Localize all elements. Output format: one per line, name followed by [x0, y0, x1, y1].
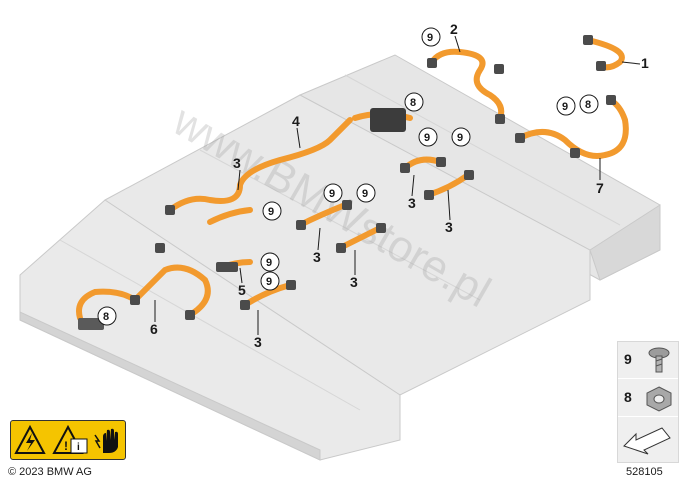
part-label-2: 2: [450, 21, 458, 37]
module-front-side: [19, 311, 321, 461]
legend-number: 9: [624, 351, 632, 367]
part-label-3: 3: [445, 219, 453, 235]
svg-text:9: 9: [329, 188, 335, 200]
part-label-5: 5: [238, 282, 246, 298]
connector: [78, 318, 104, 330]
part-label-4: 4: [292, 113, 300, 129]
circled-label: 9: [260, 271, 280, 291]
connector: [583, 35, 593, 45]
part-label-3: 3: [350, 274, 358, 290]
svg-text:8: 8: [103, 311, 109, 323]
part-label-3: 3: [313, 249, 321, 265]
connector: [185, 310, 195, 320]
connector: [155, 243, 165, 253]
svg-text:8: 8: [585, 99, 591, 111]
module-right-side: [589, 204, 661, 281]
svg-text:i: i: [77, 442, 80, 453]
legend-row-nut: 8: [618, 380, 678, 417]
circled-label: 8: [579, 94, 599, 114]
circled-label: 9: [262, 201, 282, 221]
part-label-3: 3: [408, 195, 416, 211]
warning-icons: ! i: [14, 424, 118, 454]
hex-nut-icon: [646, 386, 672, 412]
connector: [165, 205, 175, 215]
connector: [286, 280, 296, 290]
connector: [342, 200, 352, 210]
connector: [376, 223, 386, 233]
svg-text:9: 9: [266, 276, 272, 288]
circled-labels: 9 8 8 9 9 9 9 9 9 9 9 8: [97, 27, 599, 326]
svg-text:!: !: [64, 439, 68, 453]
svg-text:9: 9: [362, 188, 368, 200]
connector: [370, 108, 406, 132]
part-label-3: 3: [233, 155, 241, 171]
circled-label: 9: [451, 127, 471, 147]
part-label-7: 7: [596, 180, 604, 196]
svg-text:9: 9: [266, 257, 272, 269]
connector: [596, 61, 606, 71]
connector: [336, 243, 346, 253]
warning-label: ! i: [10, 420, 126, 460]
circled-label: 9: [356, 183, 376, 203]
svg-text:8: 8: [410, 97, 416, 109]
svg-text:9: 9: [562, 101, 568, 113]
circled-label: 9: [421, 27, 441, 47]
direction-arrow-icon: [623, 427, 671, 455]
connector: [400, 163, 410, 173]
leader-lines: [154, 35, 641, 335]
svg-text:9: 9: [427, 32, 433, 44]
battery-modules: [19, 54, 661, 461]
connector: [296, 220, 306, 230]
protective-glove-icon: [94, 428, 118, 453]
screw-icon: [648, 347, 670, 373]
cable-3-f: [207, 207, 253, 225]
part-labels: 1 2 3 3 3 3 3 3 4 5 6 7: [150, 21, 649, 350]
cable-6: [76, 264, 211, 321]
part-label-1: 1: [641, 55, 649, 71]
copyright-text: © 2023 BMW AG: [8, 466, 92, 478]
connector: [464, 170, 474, 180]
connector: [436, 157, 446, 167]
diagram-reference-number: 528105: [626, 466, 663, 478]
circled-label: 9: [260, 252, 280, 272]
read-manual-icon: ! i: [52, 424, 88, 454]
part-label-3: 3: [254, 334, 262, 350]
circled-label: 8: [404, 92, 424, 112]
circled-label: 9: [418, 127, 438, 147]
cable-2: [429, 48, 505, 121]
high-voltage-warning-icon: [14, 424, 46, 454]
cable-4: [167, 117, 353, 213]
connector: [216, 262, 238, 272]
legend-number: 8: [624, 389, 632, 405]
circled-label: 9: [323, 183, 343, 203]
connector: [427, 58, 437, 68]
circled-label: 9: [556, 96, 576, 116]
connector: [570, 148, 580, 158]
connector: [494, 64, 504, 74]
part-label-6: 6: [150, 321, 158, 337]
connector: [495, 114, 505, 124]
circled-label: 8: [97, 306, 117, 326]
connector: [130, 295, 140, 305]
legend-row-screw: 9: [618, 342, 678, 379]
connector: [606, 95, 616, 105]
svg-text:9: 9: [268, 206, 274, 218]
cable-7: [517, 97, 629, 159]
connector: [515, 133, 525, 143]
cable-connectors: [78, 35, 616, 330]
legend-row-arrow: [618, 420, 678, 456]
svg-text:9: 9: [424, 132, 430, 144]
connector: [424, 190, 434, 200]
connector: [240, 300, 250, 310]
fastener-legend: 9 8: [617, 341, 679, 463]
svg-text:9: 9: [457, 132, 463, 144]
